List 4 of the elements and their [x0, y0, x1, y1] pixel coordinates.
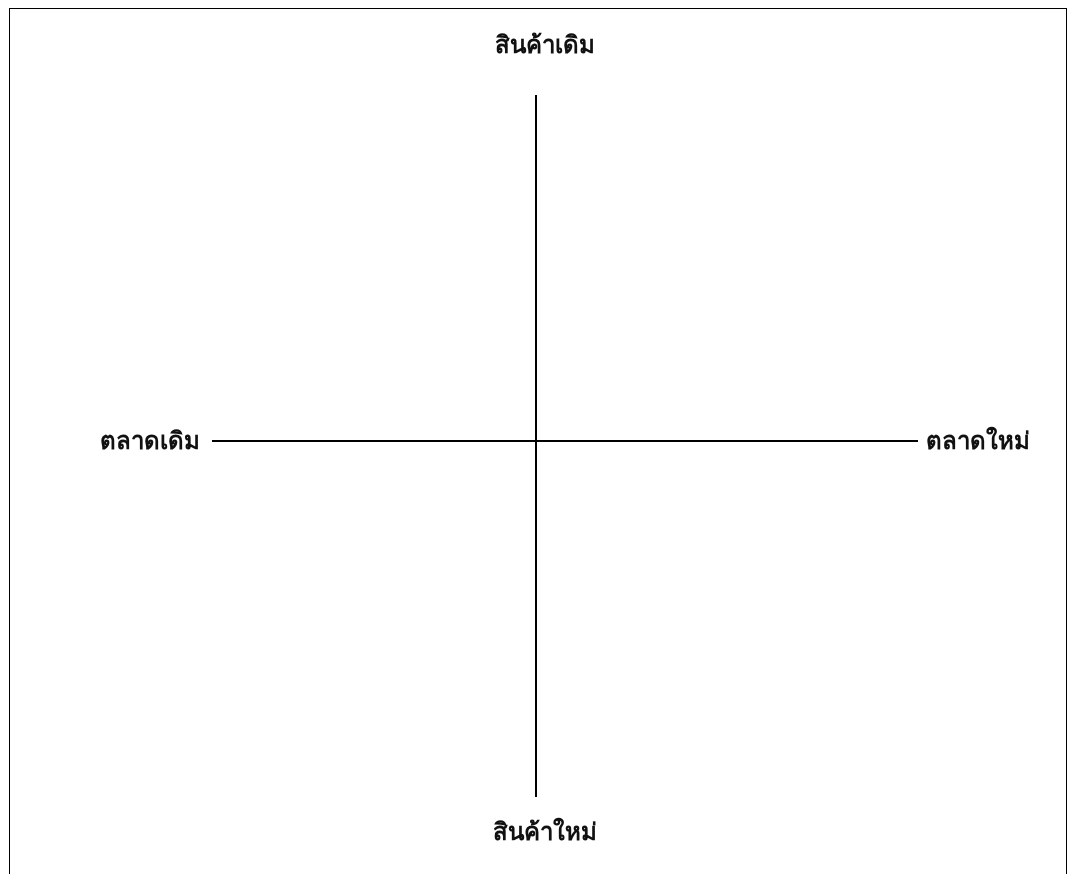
- axis-label: สินค้าใหม่: [493, 817, 597, 847]
- axis-label: ตลาดเดิม: [100, 426, 200, 456]
- axis-label: ตลาดใหม่: [926, 426, 1030, 456]
- axis-label: สินค้าเดิม: [495, 30, 595, 60]
